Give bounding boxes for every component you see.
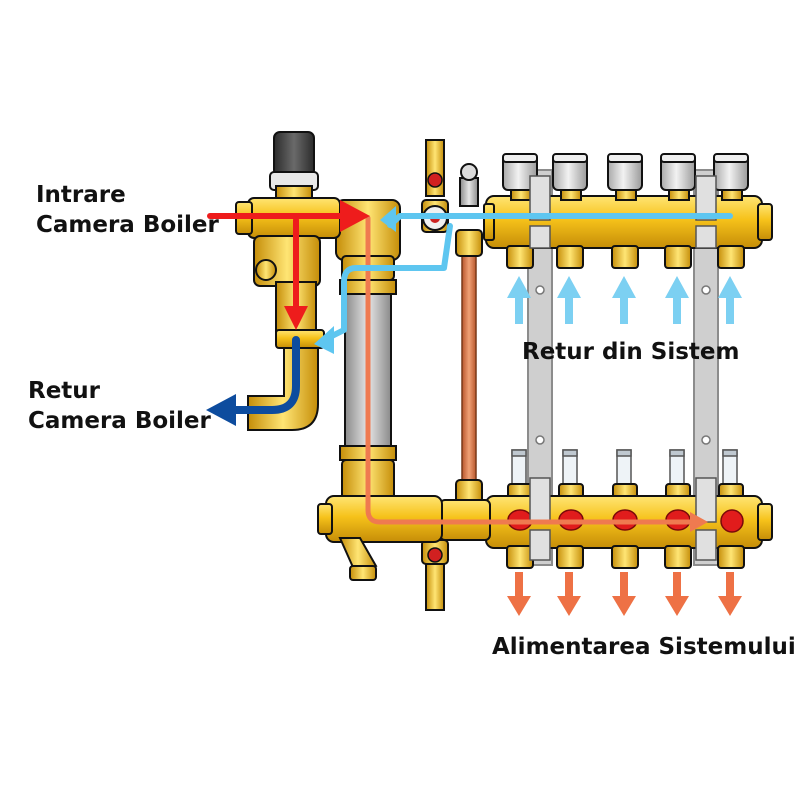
return-arrows: [507, 276, 742, 324]
system-supply-label-text: Alimentarea Sistemului: [492, 634, 796, 660]
boiler-return-flow: [224, 336, 300, 414]
boiler-return-label-line2: Camera Boiler: [28, 408, 211, 434]
return-manifold-bar: [485, 195, 763, 249]
thermostatic-knob: [273, 131, 315, 177]
supply-ports: [507, 509, 744, 533]
supply-manifold: [485, 449, 773, 569]
boiler-inlet-label-line2: Camera Boiler: [36, 212, 219, 238]
return-valve-caps: [502, 153, 749, 201]
boiler-return-label-line1: Retur: [28, 378, 101, 404]
boiler-return-label: Retur Camera Boiler: [28, 376, 211, 436]
system-return-label-text: Retur din Sistem: [522, 339, 740, 365]
boiler-inlet-label-line1: Intrare: [36, 182, 126, 208]
system-supply-label: Alimentarea Sistemului: [492, 632, 796, 662]
return-outlets: [506, 245, 745, 269]
supply-outlets: [506, 545, 745, 569]
system-return-label: Retur din Sistem: [522, 337, 739, 367]
boiler-inlet-label: Intrare Camera Boiler: [36, 180, 219, 240]
supply-flow-line: [365, 215, 693, 525]
mixing-valve: [235, 131, 341, 431]
copper-bypass-pipe: [461, 233, 477, 497]
return-manifold: [483, 153, 773, 269]
flow-paths: [206, 200, 733, 532]
supply-arrows: [507, 572, 742, 616]
